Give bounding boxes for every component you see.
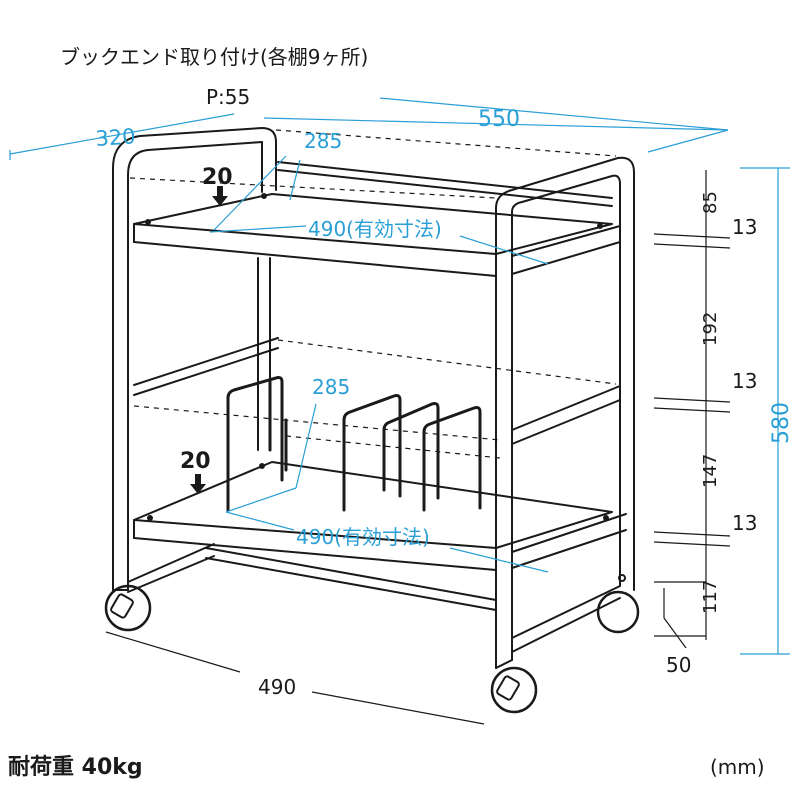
lower-effective-width-text: 490(有効寸法) [296, 525, 430, 549]
height-dimension-ticks [105, 170, 731, 725]
lower-gap-text: 147 [700, 454, 721, 488]
hidden-lines [129, 129, 617, 459]
bookend-right-group [342, 394, 482, 512]
upper-depth-dim-text: 285 [304, 129, 342, 153]
bottom-width-text: 490 [258, 675, 296, 699]
middle-gap-text: 192 [700, 312, 721, 346]
bottom-clearance-text: 117 [700, 580, 721, 614]
dimension-lines [9, 97, 790, 655]
inset-arrows [190, 186, 228, 494]
shelf-thickness-1-text: 13 [732, 215, 757, 239]
lower-inset-text: 20 [180, 449, 211, 474]
cart-drawing [104, 127, 640, 714]
height-total-text: 580 [769, 402, 794, 444]
upper-shelf [133, 193, 621, 277]
unit-text: (mm) [710, 755, 765, 779]
bookend-left [226, 376, 288, 512]
load-capacity-text: 耐荷重 40kg [8, 755, 143, 780]
shelf-thickness-2-text: 13 [732, 369, 757, 393]
pitch-text: P:55 [206, 85, 250, 109]
bookend-note-text: ブックエンド取り付け(各棚9ヶ所) [60, 45, 368, 69]
left-front-frame [112, 127, 277, 591]
bottom-frame [127, 543, 626, 653]
caster-back-right [596, 590, 640, 634]
top-gap-text: 85 [700, 191, 721, 214]
caster-text: 50 [666, 653, 691, 677]
caster-front-right [490, 666, 538, 714]
middle-rail [133, 337, 621, 445]
depth-dim-text: 320 [95, 124, 137, 151]
shelf-thickness-3-text: 13 [732, 511, 757, 535]
right-front-frame [495, 156, 635, 669]
caster-front-left [104, 584, 152, 632]
upper-inset-text: 20 [202, 165, 233, 190]
width-total-dim-text: 550 [478, 107, 520, 132]
lower-shelf [133, 461, 627, 571]
lower-depth-dim-text: 285 [312, 375, 350, 399]
upper-effective-width-text: 490(有効寸法) [308, 217, 442, 241]
